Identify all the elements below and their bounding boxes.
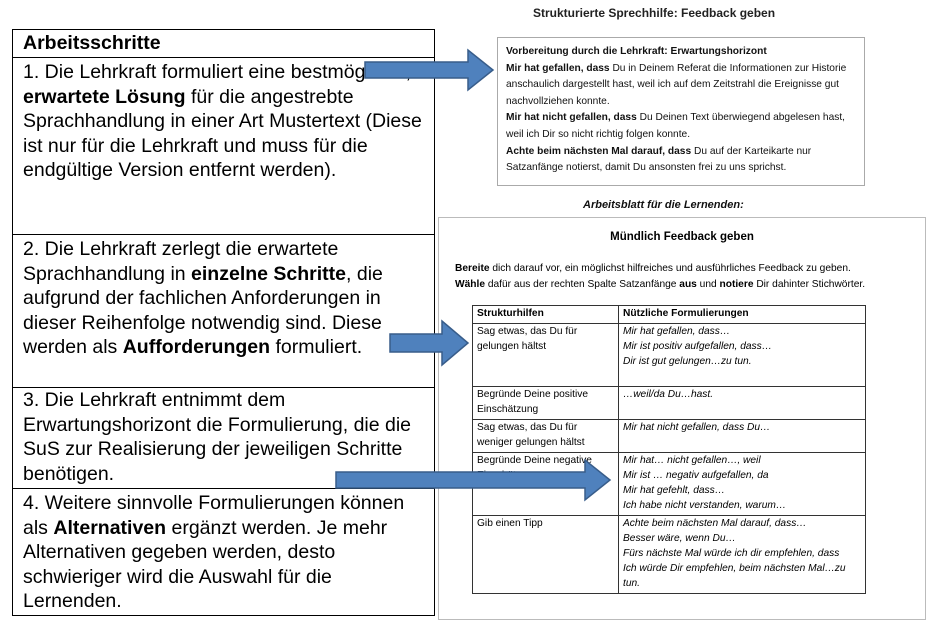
arbeitsblatt-sheet: Mündlich Feedback geben Bereite dich dar… <box>438 217 926 620</box>
row-left-cell: Sag etwas, das Du für gelungen hältst <box>472 323 619 387</box>
erwartungshorizont-box: Vorbereitung durch die Lehrkraft: Erwart… <box>497 37 865 186</box>
row-left-cell: Sag etwas, das Du für weniger gelungen h… <box>472 419 619 453</box>
row-right-cell: Mir hat gefallen, dass…Mir ist positiv a… <box>618 323 866 387</box>
right-title: Strukturierte Sprechhilfe: Feedback gebe… <box>533 6 776 20</box>
arbeitsblatt-subtitle: Arbeitsblatt für die Lernenden: <box>583 199 744 211</box>
header-formulierungen: Nützliche Formulierungen <box>618 305 866 324</box>
header-strukturhilfen: Strukturhilfen <box>472 305 619 324</box>
table-row: Sag etwas, das Du für weniger gelungen h… <box>472 419 866 453</box>
erwartung-para-3: Achte beim nächsten Mal darauf, dass Du … <box>506 145 812 174</box>
row-right-cell: Achte beim nächsten Mal darauf, dass…Bes… <box>618 515 866 594</box>
steps-header: Arbeitsschritte <box>23 32 161 54</box>
strukturhilfen-table: Strukturhilfen Nützliche Formulierungen … <box>472 305 866 594</box>
step-4: 4. Weitere sinnvolle Formulierungen könn… <box>13 488 434 615</box>
step-2: 2. Die Lehrkraft zerlegt die erwartete S… <box>13 234 434 387</box>
erwartung-heading: Vorbereitung durch die Lehrkraft: Erwart… <box>506 46 767 57</box>
table-row: Begründe Deine positive Einschätzung …we… <box>472 386 866 420</box>
table-row: Gib einen Tipp Achte beim nächsten Mal d… <box>472 515 866 594</box>
instruction-line-2: Wähle dafür aus der rechten Spalte Satza… <box>455 278 866 290</box>
sheet-title: Mündlich Feedback geben <box>610 231 754 243</box>
row-right-cell: …weil/da Du…hast. <box>618 386 866 420</box>
row-right-cell: Mir hat nicht gefallen, dass Du… <box>618 419 866 453</box>
arbeitsschritte-table: Arbeitsschritte 1. Die Lehrkraft formuli… <box>12 29 435 616</box>
step-3: 3. Die Lehrkraft entnimmt dem Erwartungs… <box>13 387 434 488</box>
table-header-row: Strukturhilfen Nützliche Formulierungen <box>472 305 866 324</box>
erwartung-para-2: Mir hat nicht gefallen, dass Du Deinen T… <box>506 112 846 140</box>
sheet-instructions: Bereite dich darauf vor, ein möglichst h… <box>455 261 865 292</box>
erwartung-para-1: Mir hat gefallen, dass Du in Deinem Refe… <box>506 62 847 107</box>
row-left-cell: Begründe Deine negative Einschätzung <box>472 452 619 516</box>
table-row: Sag etwas, das Du für gelungen hältst Mi… <box>472 323 866 387</box>
step-1: 1. Die Lehrkraft formuliert eine bestmög… <box>13 57 434 234</box>
instruction-line-1: Bereite dich darauf vor, ein möglichst h… <box>455 263 851 274</box>
row-left-cell: Gib einen Tipp <box>472 515 619 594</box>
row-left-cell: Begründe Deine positive Einschätzung <box>472 386 619 420</box>
table-row: Begründe Deine negative Einschätzung Mir… <box>472 452 866 516</box>
